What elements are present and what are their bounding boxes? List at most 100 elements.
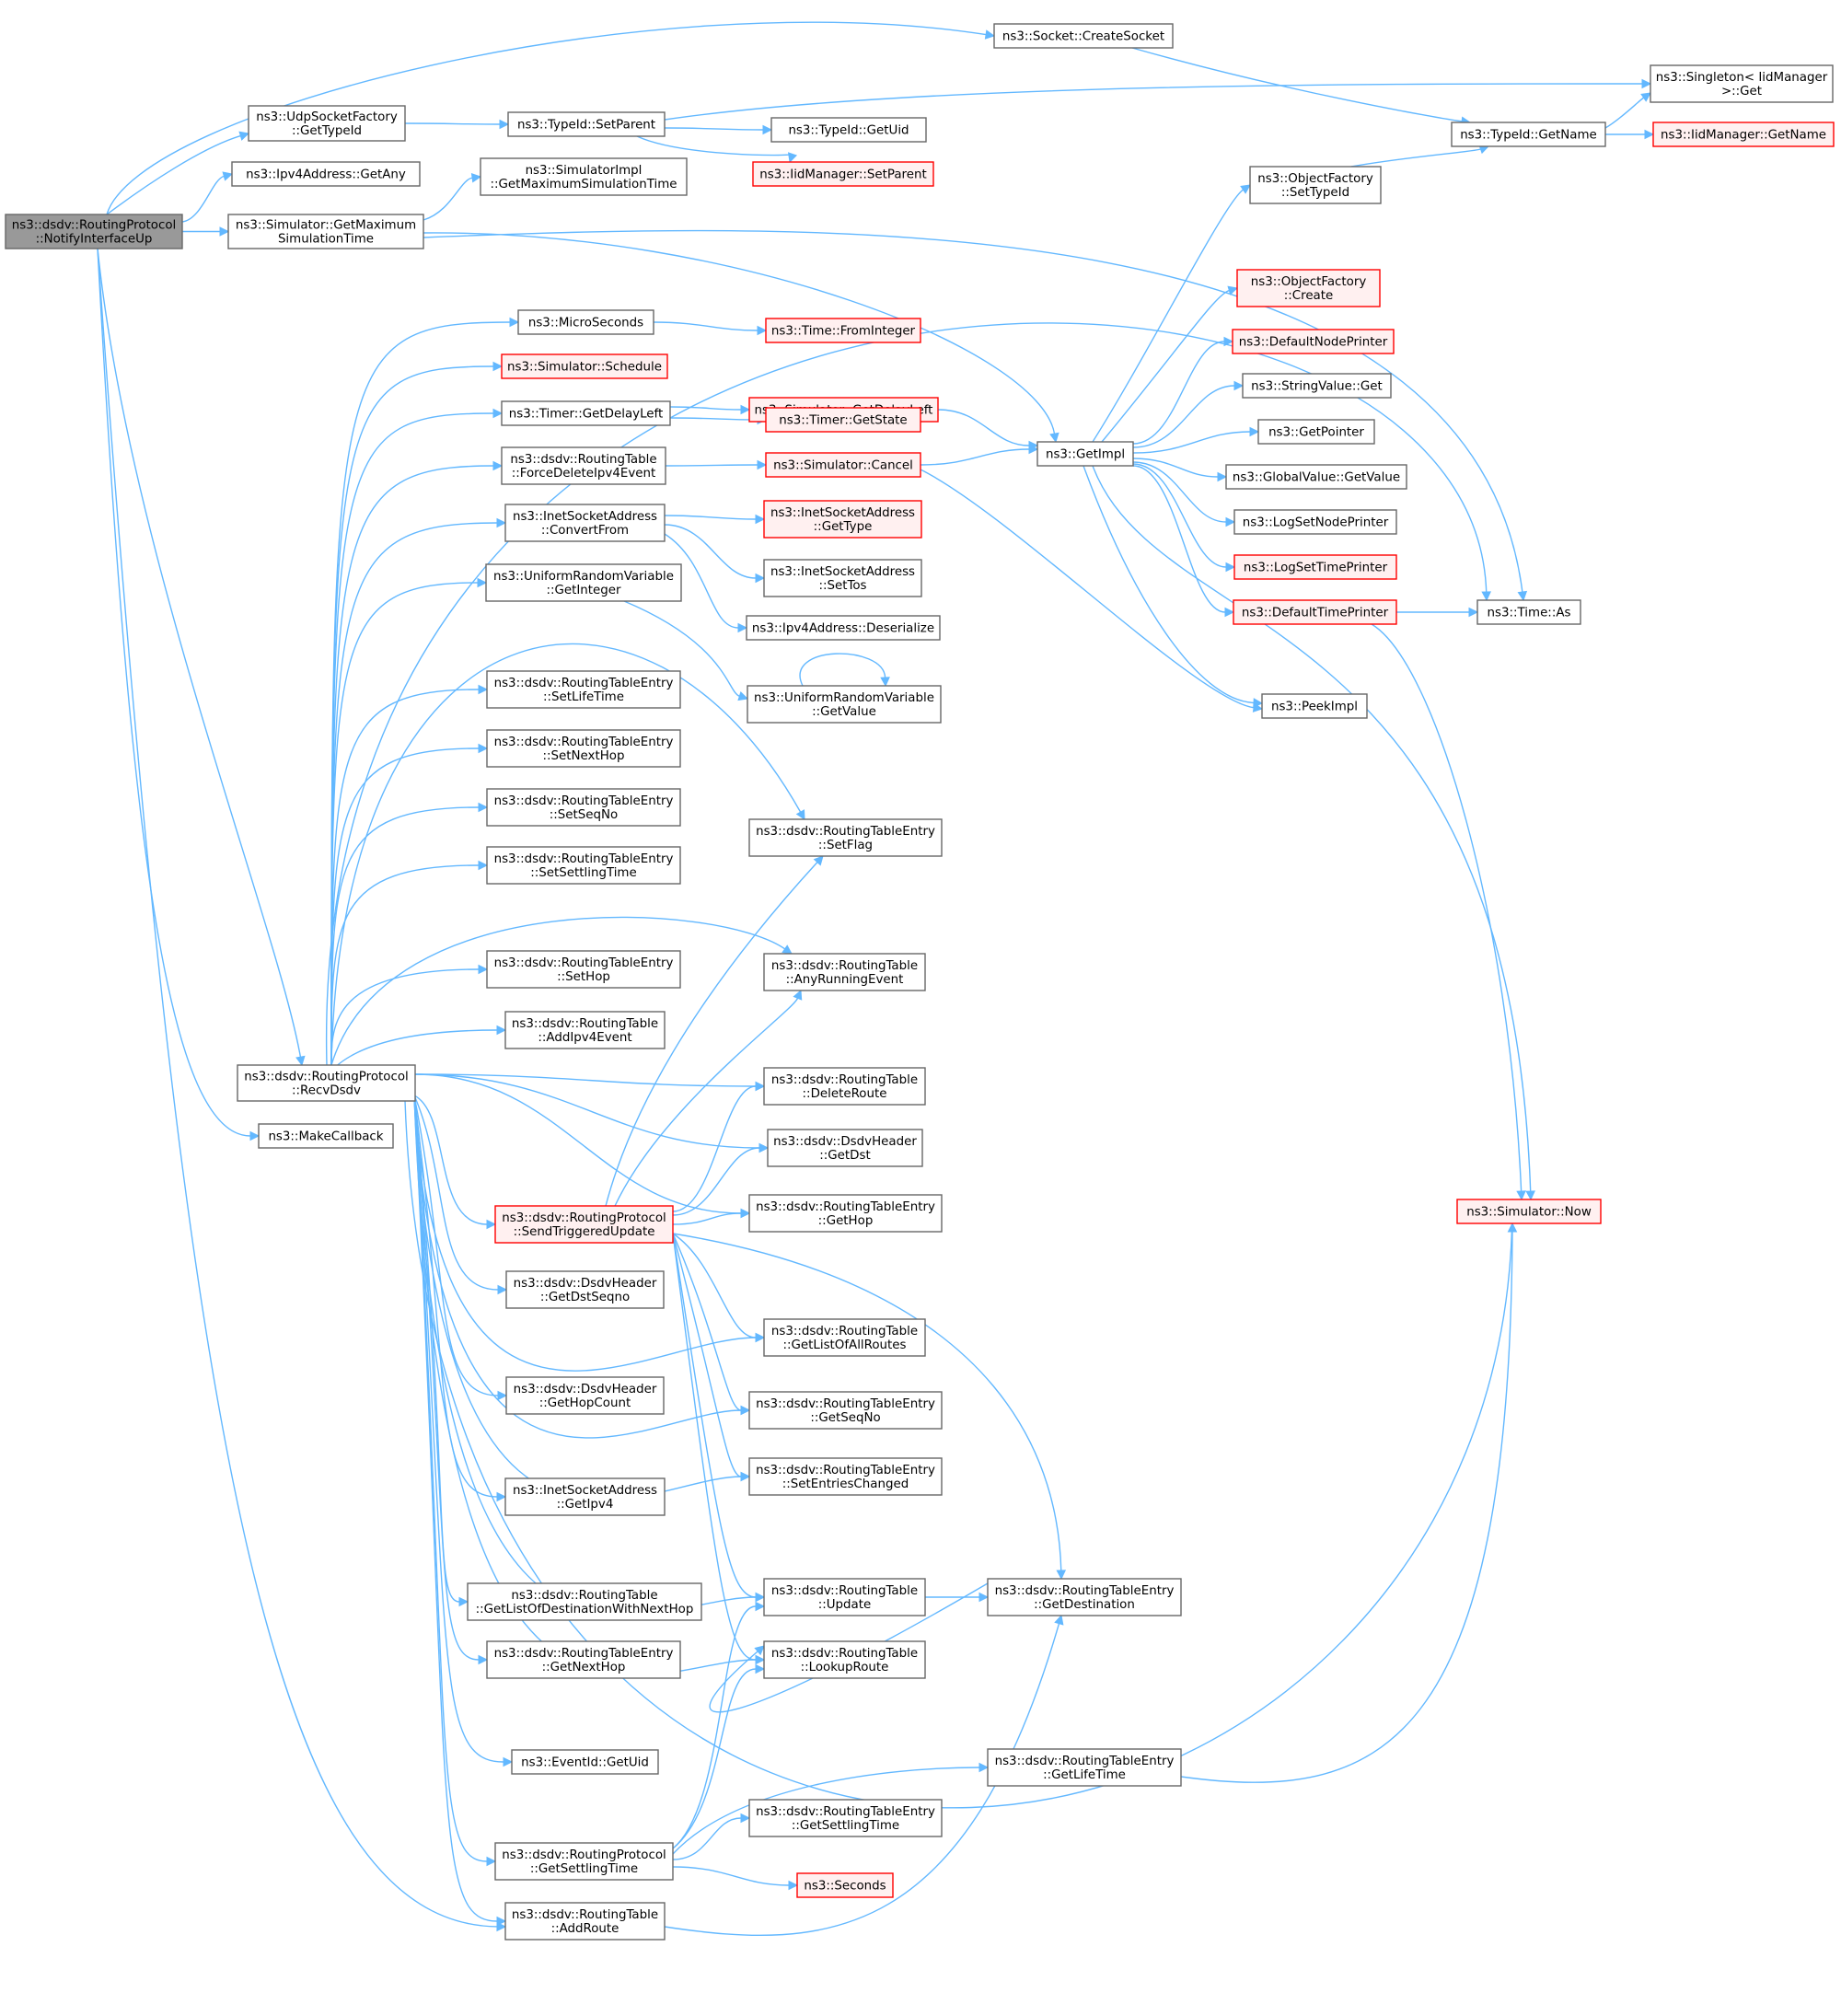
node-label: ns3::dsdv::RoutingTable [510,453,656,467]
node-setparent[interactable]: ns3::TypeId::SetParent [507,111,666,137]
call-edge-line [330,689,480,1066]
node-globalget[interactable]: ns3::GlobalValue::GetValue [1225,464,1407,490]
node-box [504,1477,666,1516]
node-singleton[interactable]: ns3::Singleton< IidManager >::Get [1650,64,1834,103]
node-gethop[interactable]: ns3::dsdv::RoutingTableEntry::GetHop [748,1194,943,1233]
arrowhead-icon [1516,1190,1526,1201]
call-edge [920,469,1264,713]
node-update[interactable]: ns3::dsdv::RoutingTable::Update [763,1578,926,1616]
node-iidsetparent[interactable]: ns3::IidManager::SetParent [752,161,934,187]
node-inetsettos[interactable]: ns3::InetSocketAddress::SetTos [763,559,922,597]
node-getany[interactable]: ns3::Ipv4Address::GetAny [231,161,421,187]
node-setsettling[interactable]: ns3::dsdv::RoutingTableEntry::SetSettlin… [486,846,681,885]
arrowhead-icon [788,1880,799,1891]
call-edge-line [623,600,740,697]
node-udpfactory[interactable]: ns3::UdpSocketFactory::GetTypeId [248,105,406,142]
node-setflag[interactable]: ns3::dsdv::RoutingTableEntry::SetFlag [748,818,943,857]
node-getpointer[interactable]: ns3::GetPointer [1257,419,1375,445]
node-getlifetime[interactable]: ns3::dsdv::RoutingTableEntry::GetLifeTim… [987,1748,1182,1787]
node-label: ::Create [1284,289,1334,303]
node-setentries[interactable]: ns3::dsdv::RoutingTableEntry::SetEntries… [748,1457,943,1496]
node-getname[interactable]: ns3::TypeId::GetName [1451,122,1606,147]
node-logtimeprinter[interactable]: ns3::LogSetTimePrinter [1233,554,1397,580]
node-getdstseqno[interactable]: ns3::dsdv::DsdvHeader::GetDstSeqno [505,1270,665,1309]
node-createsocket[interactable]: ns3::Socket::CreateSocket [993,23,1174,49]
node-objcreate[interactable]: ns3::ObjectFactory::Create [1236,269,1381,307]
node-peekimpl[interactable]: ns3::PeekImpl [1261,693,1368,719]
node-label: ::SetEntriesChanged [782,1477,909,1491]
node-eventgetuid[interactable]: ns3::EventId::GetUid [511,1749,659,1775]
node-addroute[interactable]: ns3::dsdv::RoutingTable::AddRoute [504,1902,666,1941]
node-timeas[interactable]: ns3::Time::As [1476,599,1581,625]
node-timergetdelay[interactable]: ns3::Timer::GetDelayLeft [501,400,671,426]
node-gethopcount[interactable]: ns3::dsdv::DsdvHeader::GetHopCount [505,1376,665,1415]
node-setlifetime[interactable]: ns3::dsdv::RoutingTableEntry::SetLifeTim… [486,670,681,709]
node-urvgetint[interactable]: ns3::UniformRandomVariable::GetInteger [485,563,682,602]
node-box [1650,64,1834,103]
call-edge-line [404,1100,1513,1809]
call-edge [653,321,768,336]
node-stringget[interactable]: ns3::StringValue::Get [1242,373,1392,399]
call-edge-line [1132,461,1227,523]
call-edge [672,1601,766,1849]
node-setseqno[interactable]: ns3::dsdv::RoutingTableEntry::SetSeqNo [486,788,681,827]
node-lognodeprinter[interactable]: ns3::LogSetNodePrinter [1233,509,1397,535]
node-getdst[interactable]: ns3::dsdv::DsdvHeader::GetDst [767,1129,923,1167]
node-label: ns3::dsdv::RoutingTableEntry [995,1584,1175,1598]
node-getimpl[interactable]: ns3::GetImpl [1036,441,1134,467]
arrowhead-icon [978,1592,990,1603]
node-urvgetvalue[interactable]: ns3::UniformRandomVariable::GetValue [747,685,942,724]
node-setnexthop[interactable]: ns3::dsdv::RoutingTableEntry::SetNextHop [486,729,681,768]
node-lookuproute[interactable]: ns3::dsdv::RoutingTable::LookupRoute [763,1640,926,1679]
node-label: ns3::IidManager::SetParent [759,168,927,182]
node-microseconds[interactable]: ns3::MicroSeconds [517,309,654,335]
call-edge [672,1233,766,1343]
node-simimplmax[interactable]: ns3::SimulatorImpl::GetMaximumSimulation… [480,157,688,196]
node-iidgetname[interactable]: ns3::IidManager::GetName [1652,122,1835,147]
node-anyrunning[interactable]: ns3::dsdv::RoutingTable::AnyRunningEvent [763,953,926,991]
node-simnow[interactable]: ns3::Simulator::Now [1456,1199,1602,1224]
node-sethop[interactable]: ns3::dsdv::RoutingTableEntry::SetHop [486,950,681,989]
node-box [1233,554,1397,580]
node-makecallback[interactable]: ns3::MakeCallback [258,1123,394,1149]
node-simmax[interactable]: ns3::Simulator::GetMaximumSimulationTime [227,214,424,249]
node-getseqno[interactable]: ns3::dsdv::RoutingTableEntry::GetSeqNo [748,1391,943,1430]
node-box [237,1064,416,1102]
arrowhead-icon [984,29,996,40]
node-objsettypeid[interactable]: ns3::ObjectFactory::SetTypeId [1249,166,1382,204]
node-recvdsdv[interactable]: ns3::dsdv::RoutingProtocol::RecvDsdv [237,1064,416,1102]
node-getuid[interactable]: ns3::TypeId::GetUid [770,117,927,143]
node-defnodeprinter[interactable]: ns3::DefaultNodePrinter [1232,329,1395,354]
node-convertfrom[interactable]: ns3::InetSocketAddress::ConvertFrom [504,504,666,542]
arrowhead-icon [1640,92,1651,102]
node-box [1232,329,1395,354]
node-label: ns3::dsdv::RoutingTable [512,1017,658,1031]
node-label: ::GetTypeId [292,124,362,138]
node-label: ns3::dsdv::RoutingTableEntry [494,677,674,690]
node-getlistnexthop[interactable]: ns3::dsdv::RoutingTable::GetListOfDestin… [467,1582,702,1621]
node-addipv4event[interactable]: ns3::dsdv::RoutingTable::AddIpv4Event [504,1011,666,1049]
node-getlistall[interactable]: ns3::dsdv::RoutingTable::GetListOfAllRou… [763,1318,926,1357]
node-label: ns3::LogSetTimePrinter [1244,562,1388,575]
node-frominteger[interactable]: ns3::Time::FromInteger [765,318,921,343]
node-deleteroute[interactable]: ns3::dsdv::RoutingTable::DeleteRoute [763,1067,926,1106]
node-getipv4[interactable]: ns3::InetSocketAddress::GetIpv4 [504,1477,666,1516]
node-deserialize[interactable]: ns3::Ipv4Address::Deserialize [746,615,941,641]
node-seconds[interactable]: ns3::Seconds [796,1872,894,1898]
arrowhead-icon [486,1856,497,1867]
node-timergetstate[interactable]: ns3::Timer::GetState [765,407,921,433]
call-edge-line [181,175,225,223]
node-inetgettype[interactable]: ns3::InetSocketAddress::GetType [763,500,922,539]
node-notify[interactable]: ns3::dsdv::RoutingProtocol::NotifyInterf… [5,214,183,249]
node-getsettlingentry[interactable]: ns3::dsdv::RoutingTableEntry::GetSettlin… [748,1799,943,1837]
node-label: ns3::Time::FromInteger [771,325,916,339]
node-getnexthop[interactable]: ns3::dsdv::RoutingTableEntry::GetNextHop [486,1640,681,1679]
node-simcancel[interactable]: ns3::Simulator::Cancel [765,452,921,478]
node-getsettlingproto[interactable]: ns3::dsdv::RoutingProtocol::GetSettlingT… [494,1842,674,1881]
node-deftimeprinter[interactable]: ns3::DefaultTimePrinter [1233,599,1397,625]
node-forcedelete[interactable]: ns3::dsdv::RoutingTable::ForceDeleteIpv4… [501,446,666,485]
node-label: ns3::Simulator::Now [1466,1206,1592,1220]
node-schedule[interactable]: ns3::Simulator::Schedule [501,353,668,379]
node-sendtriggered[interactable]: ns3::dsdv::RoutingProtocol::SendTriggere… [494,1205,674,1244]
node-getdestination[interactable]: ns3::dsdv::RoutingTableEntry::GetDestina… [987,1578,1182,1616]
